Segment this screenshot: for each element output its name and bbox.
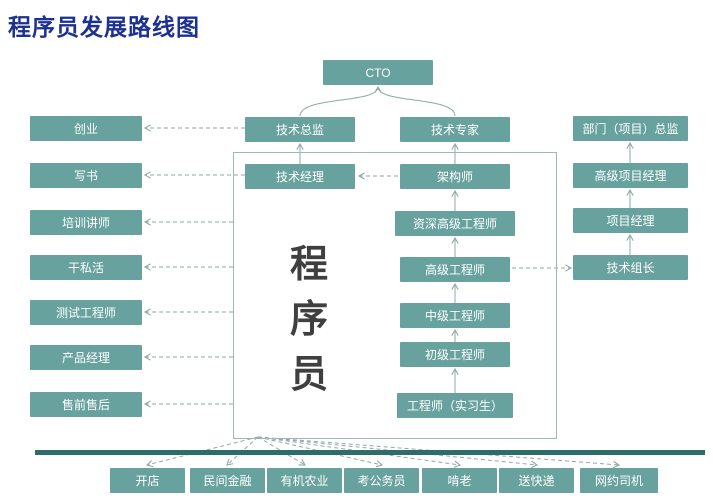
node-entrepreneurship: 创业 [30, 116, 142, 141]
node-tech-expert: 技术专家 [400, 117, 510, 142]
node-live-off-parents: 啃老 [422, 468, 497, 493]
node-presales-aftersales: 售前售后 [30, 392, 142, 417]
node-tech-lead: 技术组长 [573, 255, 688, 280]
left-arrows [143, 124, 245, 408]
cto-merge-arrows [299, 85, 456, 117]
node-open-shop: 开店 [110, 468, 185, 493]
node-write-books: 写书 [30, 163, 142, 188]
node-project-manager: 项目经理 [573, 208, 688, 233]
node-architect: 架构师 [400, 164, 510, 189]
node-civil-service-exam: 考公务员 [344, 468, 419, 493]
node-senior-plus-engineer: 资深高级工程师 [395, 211, 515, 236]
programmer-char: 序 [289, 299, 328, 341]
node-senior-engineer: 高级工程师 [400, 257, 510, 282]
ladder-arrows [296, 142, 459, 393]
cross-link-arrows [357, 172, 573, 272]
node-tech-manager: 技术经理 [245, 164, 355, 189]
node-product-manager: 产品经理 [30, 345, 142, 370]
node-test-engineer: 测试工程师 [30, 300, 142, 325]
node-courier: 送快递 [499, 468, 574, 493]
node-cto: CTO [323, 60, 433, 85]
node-organic-farming: 有机农业 [267, 468, 342, 493]
programmer-box-outline [233, 152, 557, 439]
page-title: 程序员发展路线图 [8, 14, 200, 40]
node-freelance: 干私活 [30, 255, 142, 280]
node-department-director: 部门（项目）总监 [573, 116, 688, 141]
bottom-divider-bar [35, 450, 705, 455]
node-ride-hailing-driver: 网约司机 [580, 468, 658, 493]
node-tech-director: 技术总监 [245, 117, 355, 142]
node-intern-engineer: 工程师（实习生） [397, 393, 513, 418]
node-mid-engineer: 中级工程师 [400, 303, 510, 328]
node-trainer: 培训讲师 [30, 210, 142, 235]
node-folk-finance: 民间金融 [190, 468, 265, 493]
programmer-char: 程 [289, 244, 328, 286]
node-senior-project-manager: 高级项目经理 [573, 163, 688, 188]
programmer-label: 程 序 员 [283, 238, 335, 403]
programmer-char: 员 [289, 354, 328, 396]
node-junior-engineer: 初级工程师 [400, 342, 510, 367]
